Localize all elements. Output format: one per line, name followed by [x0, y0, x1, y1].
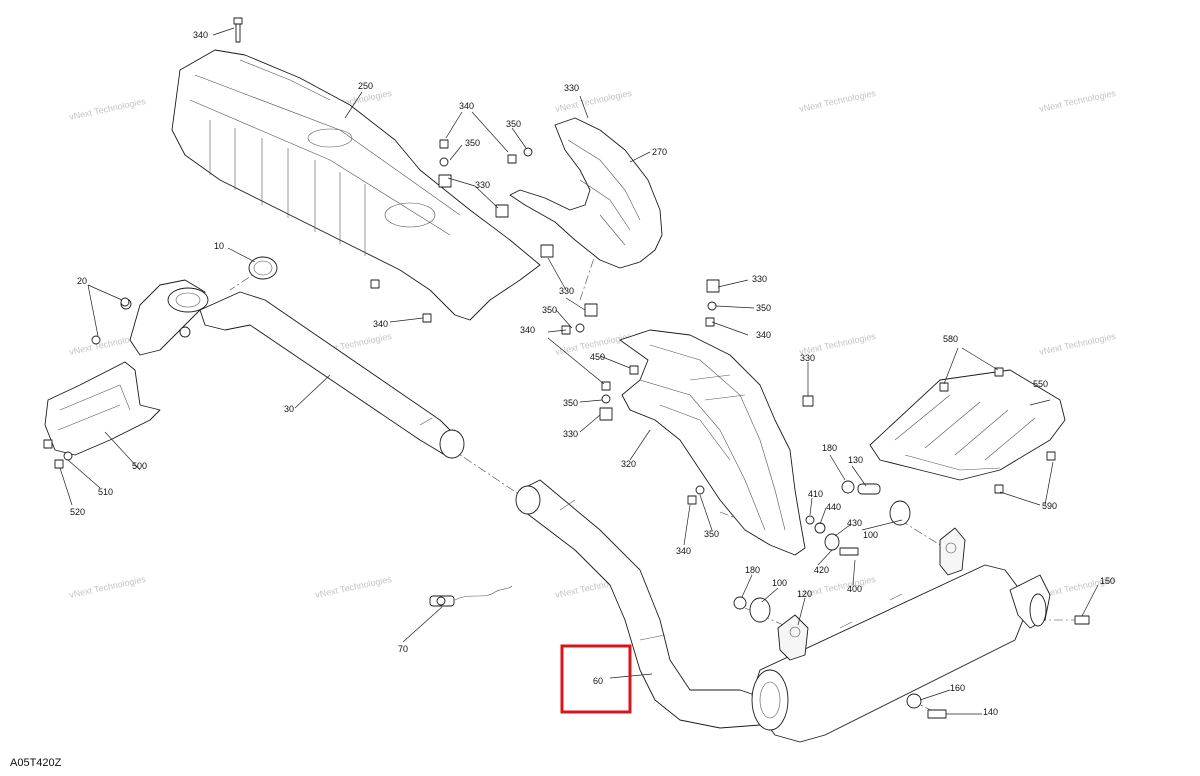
callout-580: 580 [943, 334, 958, 344]
callout-60: 60 [593, 676, 603, 686]
callout-590: 590 [1042, 501, 1057, 511]
callout-labels: 3402503403503503303302701020340330350340… [70, 30, 1115, 717]
callout-340: 340 [520, 325, 535, 335]
oxygen-sensor-70 [429, 585, 513, 607]
leader-lines [59, 27, 1099, 715]
callout-250: 250 [358, 81, 373, 91]
watermark: vNext Technologies [1038, 331, 1117, 357]
callout-500: 500 [132, 461, 147, 471]
watermark: vNext Technologies [798, 88, 877, 114]
heat-shield-500 [44, 361, 161, 456]
diagram-code: A05T420Z [10, 757, 62, 769]
callout-340: 340 [676, 546, 691, 556]
callout-350: 350 [563, 398, 578, 408]
callout-340: 340 [756, 330, 771, 340]
exhaust-pipe-60 [515, 479, 771, 729]
callout-270: 270 [652, 147, 667, 157]
callout-430: 430 [847, 518, 862, 528]
callout-520: 520 [70, 507, 85, 517]
callout-160: 160 [950, 683, 965, 693]
callout-420: 420 [814, 565, 829, 575]
heat-shield-250 [171, 49, 541, 321]
callout-70: 70 [398, 644, 408, 654]
callout-20: 20 [77, 276, 87, 286]
watermark: vNext Technologies [68, 574, 147, 600]
heat-shield-270 [509, 117, 663, 269]
callout-350: 350 [465, 138, 480, 148]
gasket-10 [248, 256, 278, 280]
callout-130: 130 [848, 455, 863, 465]
callout-120: 120 [797, 589, 812, 599]
exhaust-manifold-flange [91, 279, 209, 356]
watermark: vNext Technologies [314, 574, 393, 600]
callout-30: 30 [284, 404, 294, 414]
heat-shield-320 [619, 329, 806, 556]
callout-330: 330 [752, 274, 767, 284]
callout-440: 440 [826, 502, 841, 512]
callout-340: 340 [459, 101, 474, 111]
callout-100: 100 [863, 530, 878, 540]
callout-400: 400 [847, 584, 862, 594]
watermark: vNext Technologies [1038, 88, 1117, 114]
callout-350: 350 [506, 119, 521, 129]
heat-shield-550 [869, 369, 1066, 481]
callout-330: 330 [563, 429, 578, 439]
callout-100: 100 [772, 578, 787, 588]
callout-550: 550 [1033, 379, 1048, 389]
exhaust-pipe-30 [199, 291, 465, 459]
callout-340: 340 [193, 30, 208, 40]
callout-350: 350 [704, 529, 719, 539]
callout-450: 450 [590, 352, 605, 362]
hardware-layer [43, 17, 1090, 719]
callout-350: 350 [542, 305, 557, 315]
callout-330: 330 [800, 353, 815, 363]
callout-330: 330 [559, 286, 574, 296]
callout-140: 140 [983, 707, 998, 717]
watermark: vNext Technologies [68, 96, 147, 122]
highlight-box [560, 644, 632, 714]
callout-330: 330 [475, 180, 490, 190]
muffler-400 [751, 527, 1051, 743]
callout-150: 150 [1100, 576, 1115, 586]
callout-180: 180 [745, 565, 760, 575]
callout-350: 350 [756, 303, 771, 313]
callout-320: 320 [621, 459, 636, 469]
callout-340: 340 [373, 319, 388, 329]
callout-180: 180 [822, 443, 837, 453]
callout-410: 410 [808, 489, 823, 499]
callout-510: 510 [98, 487, 113, 497]
callout-330: 330 [564, 83, 579, 93]
callout-10: 10 [214, 241, 224, 251]
